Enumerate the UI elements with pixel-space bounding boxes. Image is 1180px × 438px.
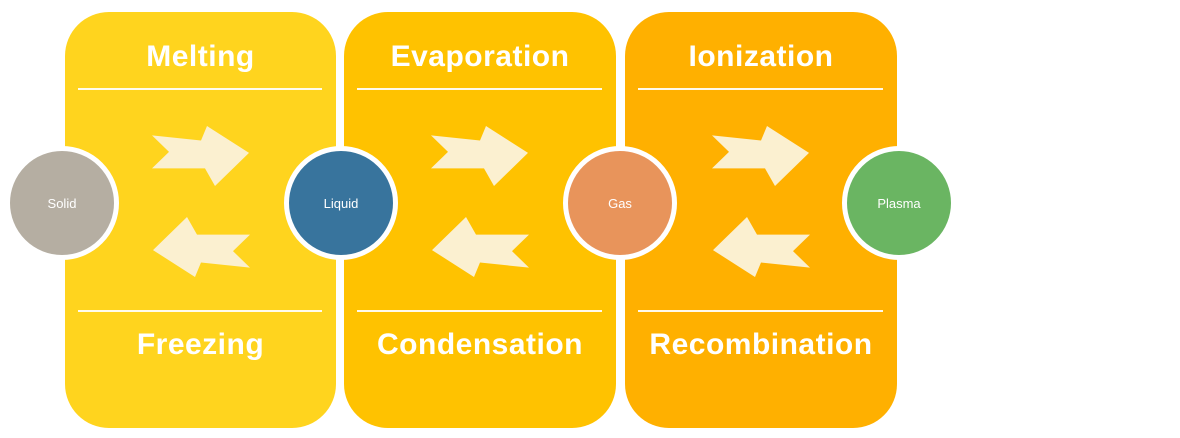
divider-line [78,310,322,312]
reverse-transition-label: Condensation [377,328,583,361]
reverse-arrow-icon [430,216,530,278]
state-label: Solid [47,195,77,211]
forward-transition-label: Evaporation [390,40,570,73]
reverse-transition-label: Recombination [649,328,873,361]
forward-arrow-icon [711,125,811,187]
state-circle-liquid: Liquid [284,146,398,260]
divider-line [357,88,602,90]
divider-line [638,88,883,90]
state-label: Liquid [323,195,359,211]
reverse-transition-label: Freezing [136,328,265,361]
forward-transition-label: Ionization [688,40,834,73]
reverse-arrow-icon [711,216,811,278]
state-circle-plasma: Plasma [842,146,956,260]
forward-arrow-icon [151,125,251,187]
state-label: Plasma [877,195,921,211]
reverse-arrow-icon [151,216,251,278]
state-circle-solid: Solid [5,146,119,260]
divider-line [78,88,322,90]
forward-transition-label: Melting [146,40,255,73]
divider-line [357,310,602,312]
divider-line [638,310,883,312]
state-label: Gas [608,195,632,211]
forward-arrow-icon [430,125,530,187]
state-circle-gas: Gas [563,146,677,260]
